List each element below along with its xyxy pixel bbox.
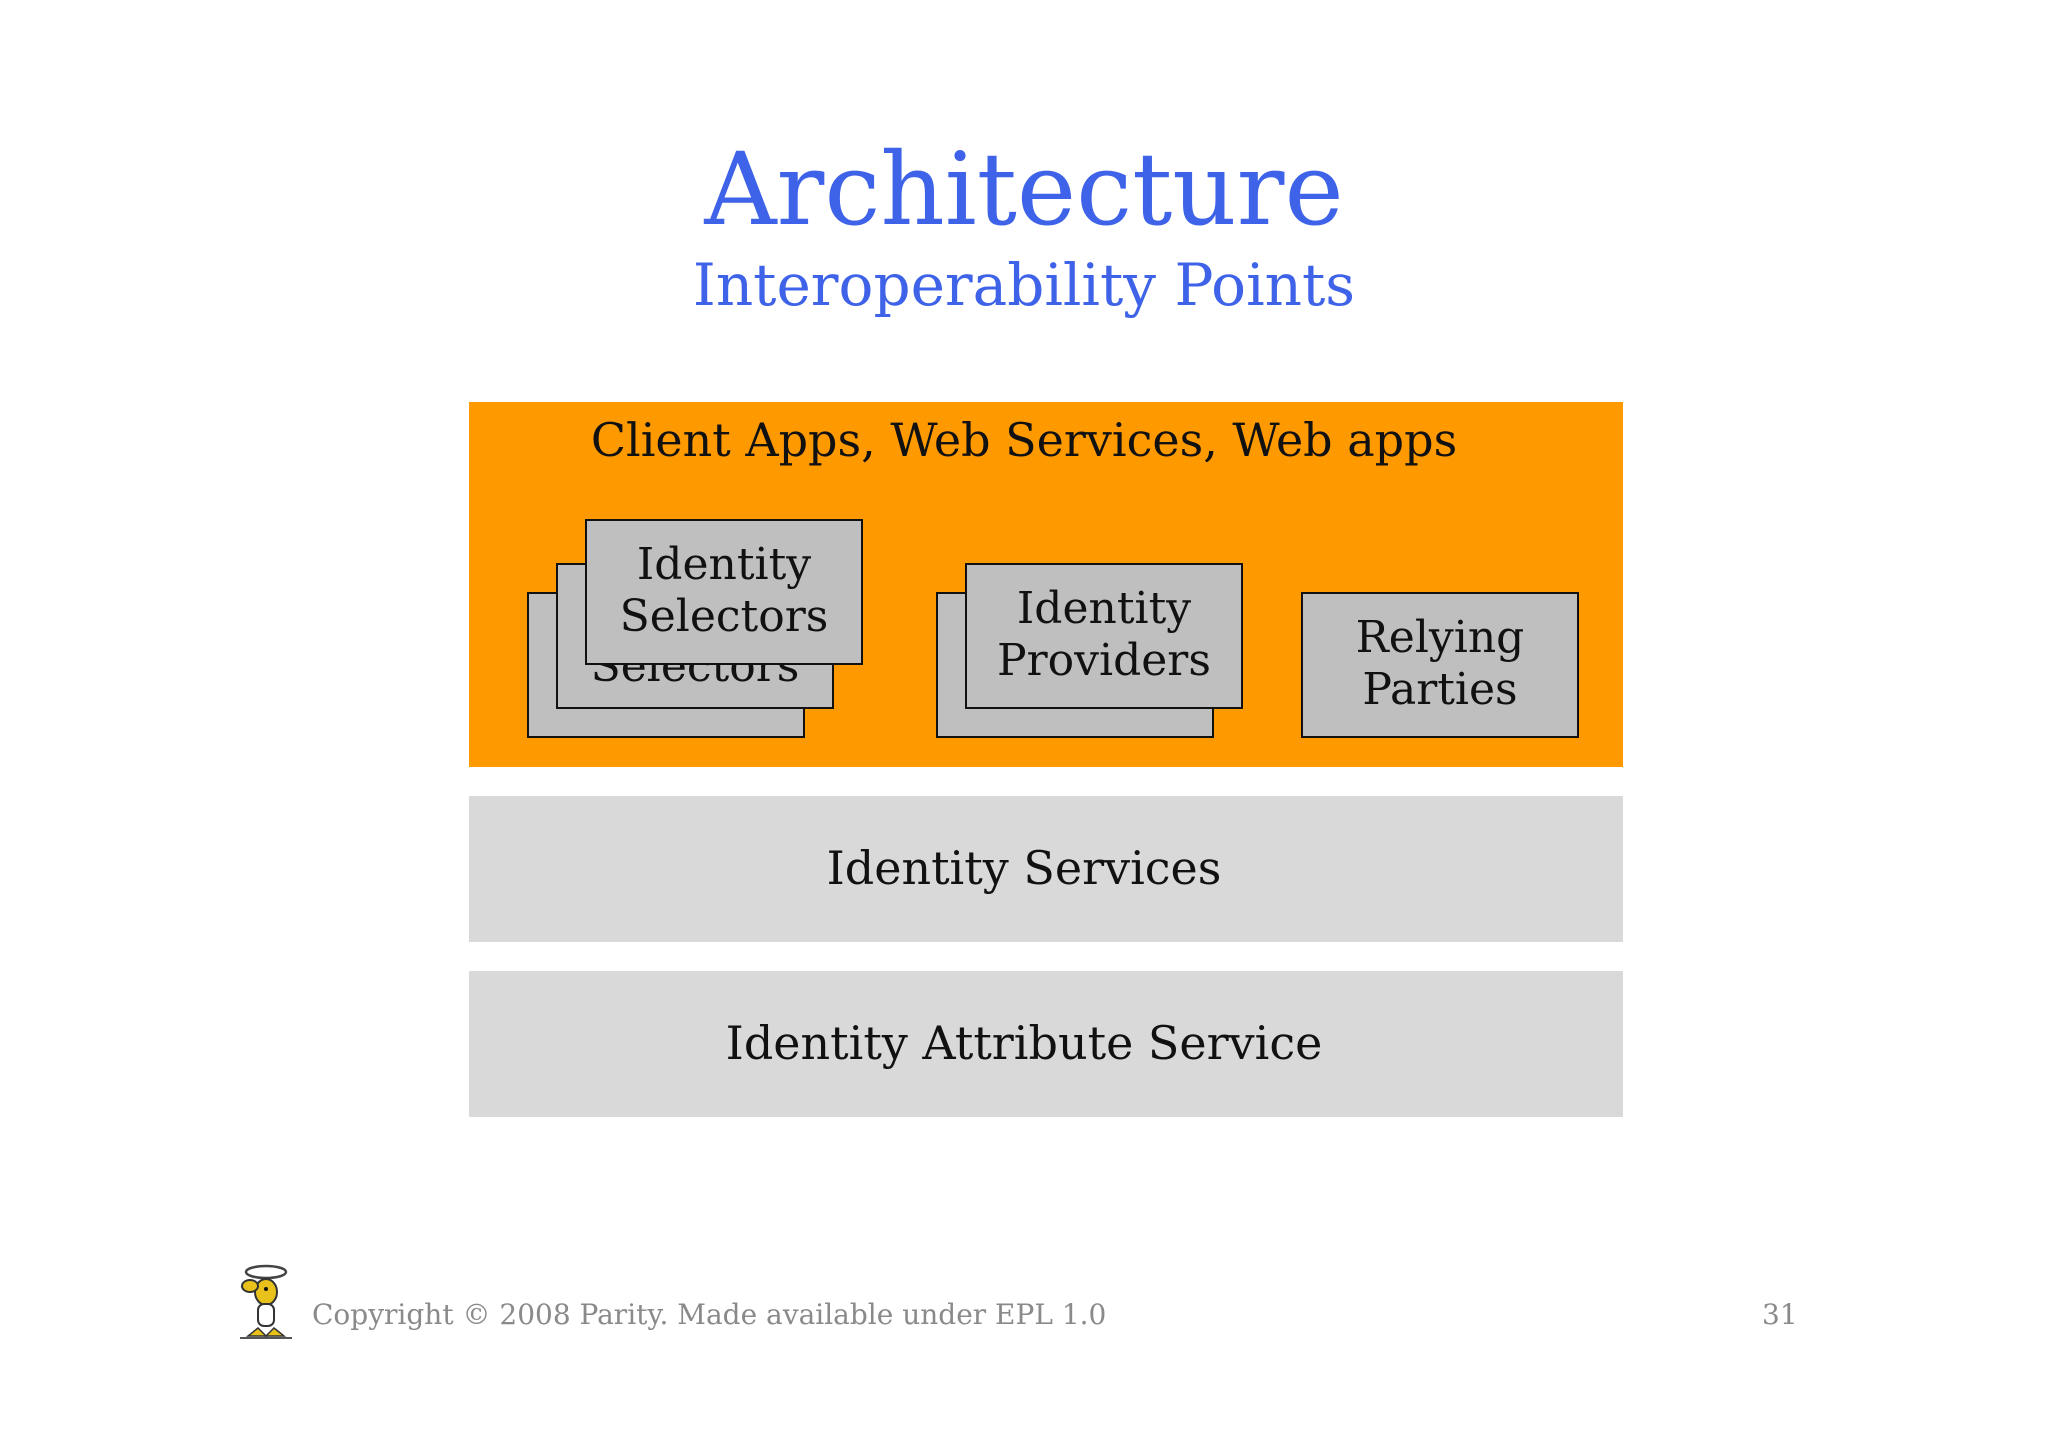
identity-selectors-line2: Selectors [619, 591, 829, 642]
identity-services-layer [469, 796, 1623, 942]
identity-providers-line1: Identity [1016, 583, 1192, 634]
slide-subtitle: Interoperability Points [692, 251, 1356, 319]
identity-attribute-service-label: Identity Attribute Service [725, 1016, 1323, 1070]
identity-providers-card: Identity Providers [965, 563, 1243, 709]
relying-parties-line2: Parties [1362, 664, 1518, 715]
identity-services-label: Identity Services [826, 841, 1222, 895]
identity-selectors-line1: Identity [636, 539, 812, 590]
identity-selectors-card: Identity Selectors [585, 519, 863, 665]
relying-parties-card: Relying Parties [1301, 592, 1579, 738]
slide-title: Architecture [704, 131, 1344, 248]
relying-parties-line1: Relying [1355, 612, 1525, 663]
identity-providers-line2: Providers [997, 635, 1211, 686]
copyright-text: Copyright © 2008 Parity. Made available … [312, 1298, 1107, 1331]
parity-mascot-icon [240, 1264, 292, 1339]
apps-layer-label: Client Apps, Web Services, Web apps [590, 413, 1458, 467]
page-number: 31 [1762, 1298, 1798, 1331]
identity-attribute-service-layer [469, 971, 1623, 1117]
